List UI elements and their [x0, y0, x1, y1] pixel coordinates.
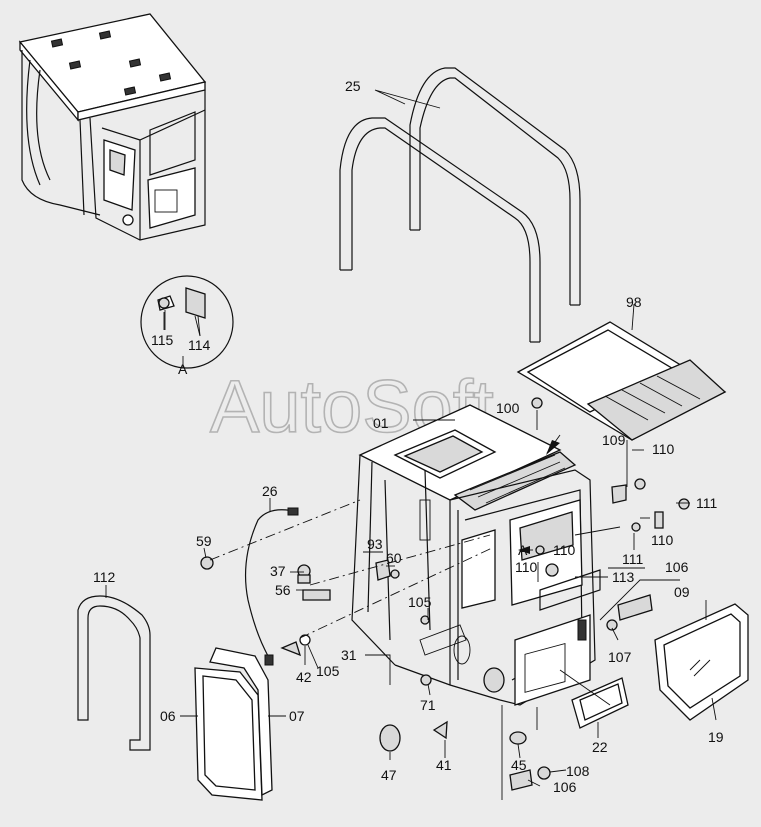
detail-a-circle: [140, 275, 234, 369]
callout-22: 22: [592, 739, 608, 755]
callout-107: 109: [602, 432, 626, 448]
callout-95: 100: [496, 400, 520, 416]
callout-labels: 25 98 100 01 115 114 A 26 59 37 56 93 60…: [93, 78, 724, 795]
detail-a-label-main: A: [518, 542, 528, 558]
detail-a-label: A: [178, 361, 188, 377]
callout-109: 110: [651, 532, 674, 548]
callout-31: 31: [341, 647, 357, 663]
callout-42: 42: [296, 669, 312, 685]
callout-100: 105: [408, 594, 432, 610]
callout-26: 26: [262, 483, 278, 499]
callout-114: 114: [188, 337, 211, 353]
part-22-frame: [571, 677, 629, 729]
callout-60: 71: [420, 697, 436, 713]
part-07-glass-seal: [209, 647, 273, 797]
callout-115: 115: [151, 332, 174, 348]
callout-41: 41: [436, 757, 452, 773]
callout-106a: 107: [608, 649, 632, 665]
part-25-rails: [339, 67, 581, 343]
fasteners: [200, 397, 690, 791]
cab-overview-illustration: [18, 13, 207, 241]
callout-110b: 111: [696, 495, 717, 511]
main-cab-frame: [351, 404, 601, 706]
callout-19: 19: [708, 729, 724, 745]
callout-111: 111: [622, 551, 643, 567]
callout-25: 25: [345, 78, 361, 94]
leader-lines: [105, 312, 717, 800]
part-26-cable: [244, 507, 299, 666]
part-112-seal: [77, 595, 151, 751]
callout-113: 113: [612, 569, 635, 585]
callout-45: 45: [511, 757, 527, 773]
callout-105b: 106: [553, 779, 577, 795]
callout-71: 93: [367, 536, 383, 552]
callout-47: 47: [381, 767, 397, 783]
callout-59: 60: [386, 550, 402, 566]
callout-09: 09: [674, 584, 690, 600]
part-06-glass: [194, 667, 263, 801]
callout-106b: 108: [566, 763, 590, 779]
callout-98: 105: [316, 663, 340, 679]
callout-105a: 106: [665, 559, 689, 575]
callout-56: 59: [196, 533, 212, 549]
callout-37: 37: [270, 563, 286, 579]
part-93-roof-sheet: [516, 303, 727, 441]
callout-55: 56: [275, 582, 291, 598]
callout-01: 01: [373, 415, 389, 431]
callout-110a: 110: [652, 441, 675, 457]
part-105-bracket: [606, 594, 653, 631]
callout-112: 112: [93, 569, 116, 585]
callout-07: 07: [289, 708, 305, 724]
callout-110c: 110: [553, 542, 576, 558]
callout-108: 110: [515, 559, 538, 575]
part-09-rear-glass: [654, 603, 749, 721]
callout-93: 98: [626, 294, 642, 310]
callout-06: 06: [160, 708, 176, 724]
